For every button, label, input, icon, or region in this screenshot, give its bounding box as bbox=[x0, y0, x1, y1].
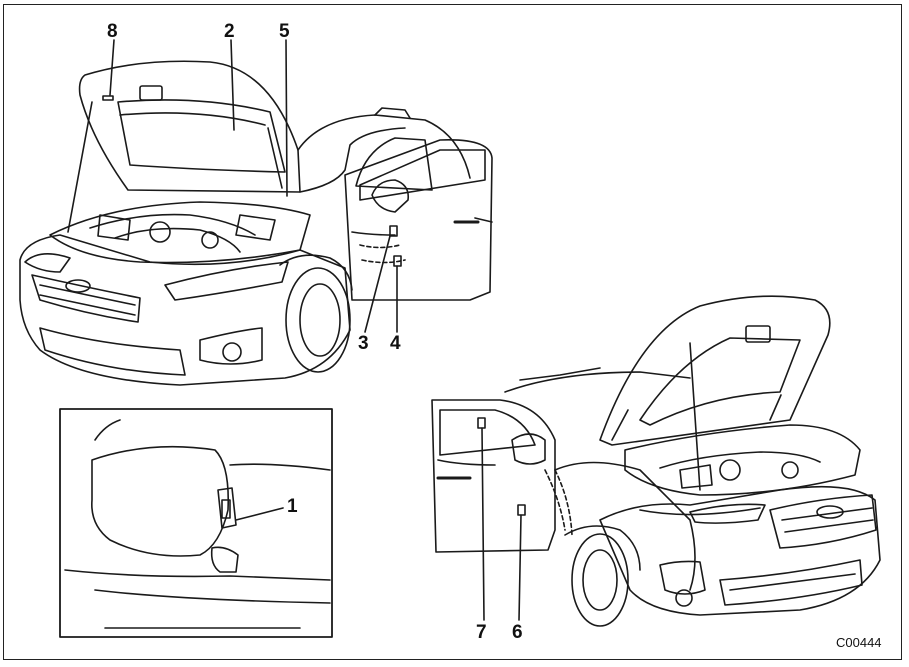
side-window-front bbox=[355, 137, 433, 191]
front-wheel-right bbox=[571, 533, 629, 627]
front-bumper-left bbox=[19, 234, 351, 386]
callout-2: 2 bbox=[224, 21, 235, 42]
hood-right bbox=[599, 295, 831, 446]
side-mirror-left bbox=[371, 179, 410, 213]
grille-right bbox=[769, 494, 877, 549]
hood-label-decal bbox=[139, 85, 163, 101]
callout-7: 7 bbox=[476, 622, 487, 643]
callout-8: 8 bbox=[107, 21, 118, 42]
door-switch-7 bbox=[477, 417, 486, 429]
door-switch-6 bbox=[517, 504, 526, 516]
fog-light-left bbox=[222, 342, 242, 362]
figure-code: C00444 bbox=[836, 635, 882, 650]
logo-badge-left bbox=[65, 279, 91, 293]
front-wheel-left bbox=[285, 267, 351, 373]
callout-5: 5 bbox=[279, 21, 290, 42]
front-bumper-right bbox=[599, 485, 881, 616]
grille-left bbox=[31, 274, 141, 323]
hood-label-decal-right bbox=[745, 325, 771, 343]
car-front-left-view bbox=[19, 39, 493, 386]
inset-seat-detail bbox=[59, 408, 333, 638]
callout-1: 1 bbox=[287, 496, 298, 517]
car-front-right-view bbox=[431, 295, 881, 627]
open-door-left bbox=[344, 139, 493, 301]
open-door-right bbox=[431, 399, 556, 553]
side-mirror-right bbox=[511, 433, 546, 465]
callout-6: 6 bbox=[512, 622, 523, 643]
hood-left bbox=[78, 60, 301, 193]
hood-prop-rod-right bbox=[689, 342, 701, 491]
inset-frame bbox=[59, 408, 333, 638]
fog-light-right bbox=[675, 589, 693, 607]
logo-badge-right bbox=[816, 505, 844, 519]
seat-buckle-1 bbox=[217, 487, 237, 529]
seat-headrest bbox=[91, 445, 230, 557]
hood-label-small bbox=[102, 95, 114, 101]
callout-4: 4 bbox=[390, 333, 401, 354]
hood-prop-rod bbox=[67, 101, 93, 233]
figure-frame bbox=[3, 4, 902, 660]
callout-3: 3 bbox=[358, 333, 369, 354]
door-switch-3 bbox=[389, 225, 398, 237]
